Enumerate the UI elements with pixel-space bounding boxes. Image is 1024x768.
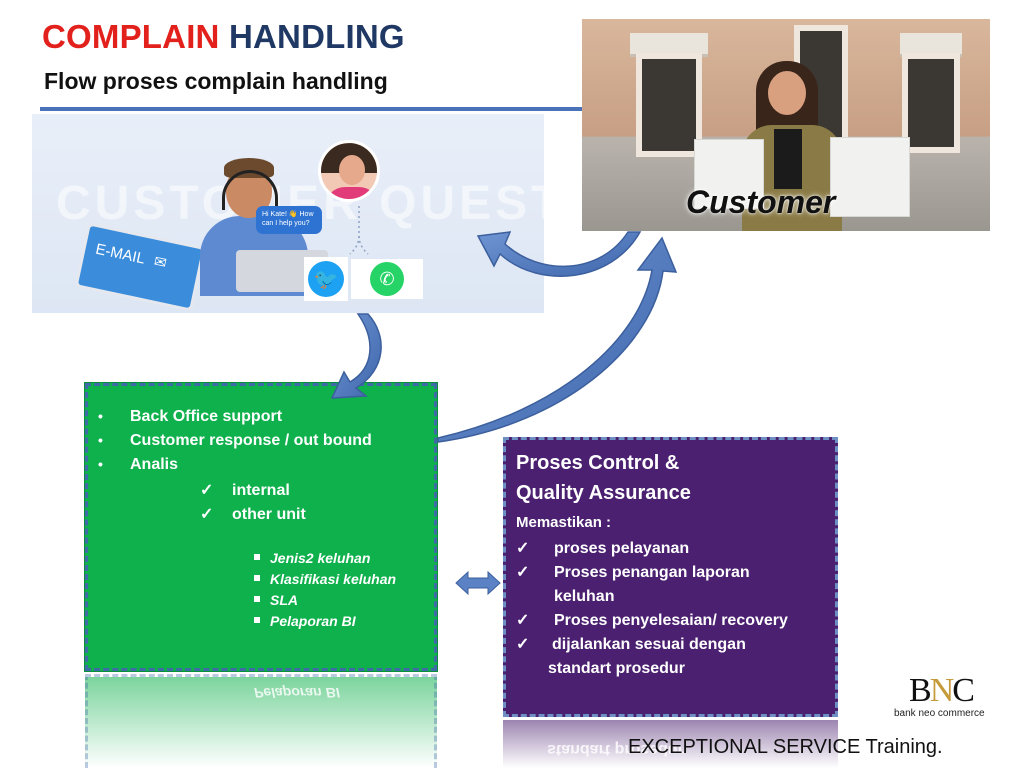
shop-window	[902, 53, 960, 153]
sub-item: Pelaporan BI	[254, 613, 356, 629]
reflection-text: Pelaporan BI	[254, 685, 340, 701]
square-bullet-icon	[254, 617, 260, 624]
chat-bubble: Hi Kate! 👋 How can I help you?	[256, 206, 322, 234]
customer-avatar-image	[318, 140, 380, 202]
bullet-item: •Customer response / out bound	[98, 432, 372, 449]
customer-photo	[582, 19, 990, 231]
email-icon: ✉	[152, 252, 169, 273]
checkmark-icon: ✓	[200, 506, 214, 523]
email-key-label: E-MAIL	[94, 240, 146, 268]
bnc-logo: BNC bank neo commerce	[886, 672, 996, 724]
qa-title-line1: Proses Control &	[516, 452, 680, 474]
check-item: ✓internal	[200, 482, 290, 499]
footer-text: EXCEPTIONAL SERVICE Training.	[628, 736, 943, 758]
checkmark-icon: ✓	[516, 540, 530, 557]
email-key-image: E-MAIL ✉	[74, 222, 206, 312]
title-complain: COMPLAIN	[42, 18, 220, 55]
whatsapp-icon: ✆	[370, 262, 404, 296]
qa-item: Proses penyelesaian/ recovery	[554, 612, 788, 629]
checkmark-icon: ✓	[516, 612, 530, 629]
bullet-item: •Back Office support	[98, 408, 283, 425]
qa-item: dijalankan sesuai dengan	[552, 636, 746, 653]
sub-item: Jenis2 keluhan	[254, 550, 370, 566]
qa-item: proses pelayanan	[554, 540, 690, 557]
square-bullet-icon	[254, 596, 260, 603]
bullet-item: •Analis	[98, 456, 179, 473]
connector-dotted-line	[349, 206, 369, 255]
bnc-logo-mark: BNC	[909, 672, 975, 709]
bnc-tagline: bank neo commerce	[894, 708, 985, 719]
twitter-icon: 🐦	[308, 261, 344, 297]
back-office-box: •Back Office support •Customer response …	[84, 382, 438, 672]
page-subtitle: Flow proses complain handling	[44, 68, 388, 94]
checkmark-icon: ✓	[516, 636, 530, 653]
sub-item: SLA	[254, 592, 298, 608]
checkmark-icon: ✓	[200, 482, 214, 499]
check-item: ✓other unit	[200, 506, 306, 523]
qa-item: standart prosedur	[548, 660, 685, 677]
shopping-bag	[830, 137, 910, 217]
double-arrow-backoffice-qa	[455, 570, 501, 596]
back-office-reflection: Pelaporan BI	[85, 674, 437, 768]
twitter-tile: 🐦	[304, 257, 348, 301]
page-title: COMPLAIN HANDLING	[42, 18, 405, 56]
title-handling: HANDLING	[228, 18, 405, 55]
square-bullet-icon	[254, 554, 260, 561]
title-divider	[40, 107, 582, 111]
shopping-bag	[694, 139, 764, 209]
customer-label: Customer	[686, 184, 836, 220]
whatsapp-tile: ✆	[351, 259, 423, 299]
checkmark-icon: ✓	[516, 564, 530, 581]
sub-item: Klasifikasi keluhan	[254, 571, 396, 587]
qa-title-line2: Quality Assurance	[516, 482, 691, 504]
quality-assurance-box: Proses Control & Quality Assurance Memas…	[503, 437, 838, 717]
square-bullet-icon	[254, 575, 260, 582]
qa-intro: Memastikan :	[516, 514, 612, 531]
qa-item: keluhan	[554, 588, 615, 605]
qa-item: Proses penangan laporan	[554, 564, 750, 581]
shop-window	[636, 53, 702, 157]
qa-reflection: standart prosedur	[503, 720, 838, 768]
contact-channels-photo: CUSTOMER QUESTIONS E-MAIL ✉ Hi Kate! 👋 H…	[32, 114, 544, 313]
